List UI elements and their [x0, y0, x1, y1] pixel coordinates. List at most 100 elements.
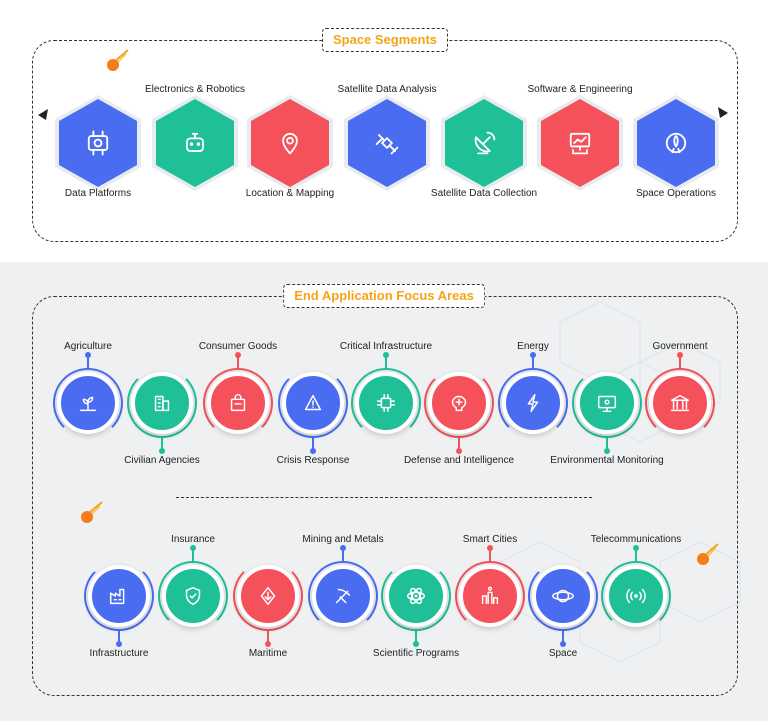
focus-area-node — [162, 565, 224, 627]
focus-area-node — [459, 565, 521, 627]
node-ring — [203, 368, 273, 438]
atom-icon — [406, 587, 426, 605]
node-stem-dot — [159, 448, 165, 454]
node-ring — [158, 561, 228, 631]
node-stem-dot — [560, 641, 566, 647]
chart-network-icon — [569, 132, 591, 155]
node-stem-dot — [487, 545, 493, 551]
arrow-right-icon — [718, 107, 728, 118]
focus-area-label: Insurance — [171, 534, 215, 545]
node-stem — [118, 630, 120, 644]
node-stem-dot — [235, 352, 241, 358]
smart-city-icon — [481, 586, 499, 605]
focus-area-label: Smart Cities — [462, 534, 518, 545]
focus-area-label: Civilian Agencies — [124, 455, 200, 466]
focus-area-node — [57, 372, 119, 434]
focus-areas-section — [0, 262, 768, 721]
node-ring — [455, 561, 525, 631]
node-stem-dot — [383, 352, 389, 358]
node-stem-dot — [530, 352, 536, 358]
robot-icon — [186, 132, 204, 152]
node-stem — [606, 437, 608, 451]
node-stem — [635, 548, 637, 562]
node-stem-dot — [456, 448, 462, 454]
node-stem — [489, 548, 491, 562]
node-stem — [87, 355, 89, 369]
factory-icon — [109, 588, 125, 605]
row-divider — [176, 497, 592, 498]
monitor-icon — [597, 395, 617, 413]
anchor-icon — [260, 586, 276, 606]
node-stem-dot — [413, 641, 419, 647]
focus-area-node — [532, 565, 594, 627]
segment-label: Electronics & Robotics — [144, 84, 246, 95]
focus-area-label: Infrastructure — [89, 648, 149, 659]
focus-area-label: Mining and Metals — [302, 534, 384, 545]
node-stem — [161, 437, 163, 451]
node-ring — [601, 561, 671, 631]
lightning-icon — [527, 393, 539, 413]
signal-icon — [626, 588, 646, 604]
node-stem-dot — [265, 641, 271, 647]
node-stem-dot — [633, 545, 639, 551]
node-stem — [192, 548, 194, 562]
node-stem-dot — [340, 545, 346, 551]
node-stem — [458, 437, 460, 451]
arrow-left-icon — [38, 109, 48, 120]
focus-area-node — [312, 565, 374, 627]
segment-label: Satellite Data Collection — [430, 188, 538, 199]
satellite-dish-icon — [474, 131, 496, 155]
node-stem-dot — [677, 352, 683, 358]
segment-label: Location & Mapping — [245, 188, 335, 199]
government-icon — [670, 394, 690, 412]
node-ring — [645, 368, 715, 438]
focus-area-node — [605, 565, 667, 627]
node-stem-dot — [310, 448, 316, 454]
comet-icon — [107, 49, 129, 71]
shopping-bag-icon — [230, 394, 246, 412]
segment-label: Data Platforms — [64, 188, 132, 199]
warning-icon — [304, 394, 322, 411]
data-platform-icon — [87, 130, 109, 156]
focus-area-label: Consumer Goods — [198, 341, 278, 352]
focus-area-label: Government — [652, 341, 708, 352]
focus-area-label: Space — [548, 648, 578, 659]
focus-area-node — [237, 565, 299, 627]
segment-label: Software & Engineering — [527, 84, 633, 95]
node-stem — [237, 355, 239, 369]
satellite-icon — [375, 134, 399, 155]
node-stem — [267, 630, 269, 644]
node-stem-dot — [604, 448, 610, 454]
focus-area-label: Environmental Monitoring — [550, 455, 664, 466]
node-ring — [308, 561, 378, 631]
node-stem-dot — [85, 352, 91, 358]
focus-area-node — [207, 372, 269, 434]
focus-area-label: Energy — [517, 341, 549, 352]
chip-icon — [376, 393, 396, 413]
focus-area-node — [502, 372, 564, 434]
comet-icon — [697, 543, 719, 565]
focus-area-label: Crisis Response — [276, 455, 350, 466]
node-ring — [351, 368, 421, 438]
brain-icon — [451, 395, 467, 412]
comet-icon — [81, 501, 103, 523]
node-stem — [532, 355, 534, 369]
location-pin-icon — [282, 132, 298, 155]
node-stem — [385, 355, 387, 369]
focus-area-label: Scientific Programs — [372, 648, 460, 659]
space-segments-title: Space Segments — [321, 28, 449, 52]
segment-label: Satellite Data Analysis — [337, 84, 437, 95]
focus-area-node — [355, 372, 417, 434]
focus-area-node — [576, 372, 638, 434]
pickaxe-icon — [335, 588, 351, 604]
segment-label: Space Operations — [635, 188, 717, 199]
node-stem-dot — [116, 641, 122, 647]
focus-area-label: Critical Infrastructure — [339, 341, 433, 352]
shield-check-icon — [185, 586, 201, 606]
focus-area-label: Maritime — [248, 648, 288, 659]
focus-area-node — [88, 565, 150, 627]
planet-icon — [552, 589, 574, 603]
node-stem — [415, 630, 417, 644]
focus-area-node — [428, 372, 490, 434]
focus-areas-title: End Application Focus Areas — [283, 284, 485, 308]
